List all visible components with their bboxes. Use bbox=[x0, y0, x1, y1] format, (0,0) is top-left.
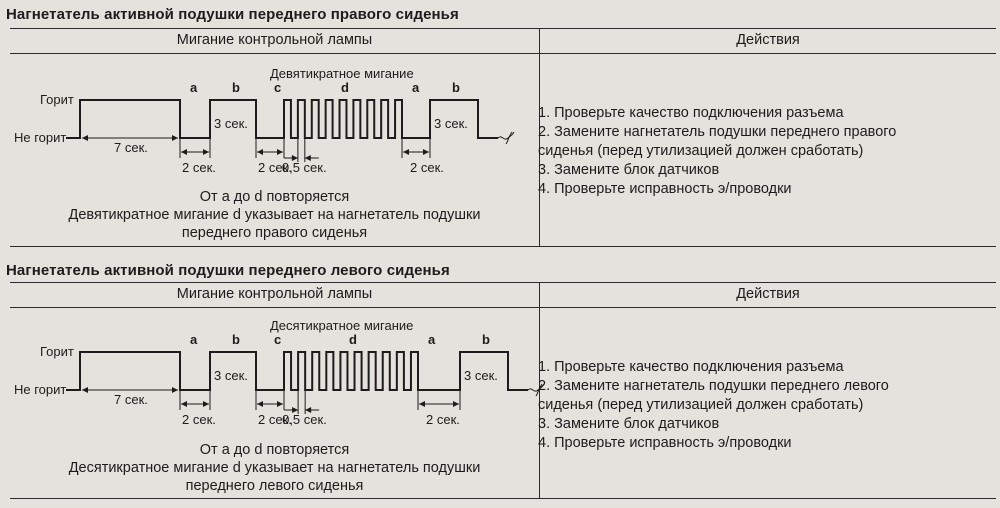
duration-2sec: 2 сек. bbox=[182, 412, 216, 427]
segment-letter: d bbox=[349, 332, 357, 347]
action-item: 3. Замените блок датчиков bbox=[538, 162, 720, 178]
lamp-waveform bbox=[66, 99, 498, 139]
caption-line: переднего левого сиденья bbox=[185, 478, 364, 494]
action-item: сиденья (перед утилизацией должен сработ… bbox=[538, 143, 864, 159]
pattern-label: Девятикратное мигание bbox=[270, 66, 414, 81]
arrowhead bbox=[305, 407, 312, 413]
arrowhead bbox=[423, 149, 429, 155]
segment-letter: c bbox=[274, 80, 281, 95]
label-lamp-off: Не горит bbox=[14, 130, 66, 145]
caption-line: От a до d повторяется bbox=[199, 442, 350, 458]
segment-letter: a bbox=[190, 332, 198, 347]
duration-3sec: 3 сек. bbox=[214, 116, 248, 131]
header-lamp-blinking: Мигание контрольной лампы bbox=[176, 286, 373, 302]
break-mark bbox=[535, 383, 543, 397]
duration-3sec: 3 сек. bbox=[434, 116, 468, 131]
caption-line: переднего правого сиденья bbox=[181, 225, 368, 241]
arrowhead bbox=[82, 135, 88, 141]
header-divider bbox=[10, 53, 996, 54]
caption-line: Девятикратное мигание d указывает на наг… bbox=[68, 207, 481, 223]
action-item: 1. Проверьте качество подключения разъем… bbox=[538, 105, 844, 121]
duration-2sec: 2 сек. bbox=[182, 160, 216, 175]
break-mark bbox=[527, 383, 545, 392]
actions-list-right-seat: 1. Проверьте качество подключения разъем… bbox=[538, 104, 896, 199]
duration-2sec: 2 сек. bbox=[426, 412, 460, 427]
header-divider bbox=[10, 307, 996, 308]
duration-2sec: 2 сек. bbox=[258, 412, 292, 427]
arrowhead bbox=[257, 149, 263, 155]
arrowhead bbox=[172, 387, 178, 393]
caption-right-seat: От a до d повторяется Девятикратное мига… bbox=[10, 188, 539, 242]
arrowhead bbox=[203, 149, 209, 155]
arrowhead bbox=[257, 401, 263, 407]
arrowhead bbox=[277, 149, 283, 155]
lamp-waveform bbox=[66, 351, 528, 391]
arrowhead bbox=[181, 149, 187, 155]
duration-3sec: 3 сек. bbox=[214, 368, 248, 383]
caption-line: Десятикратное мигание d указывает на наг… bbox=[68, 460, 481, 476]
pattern-label: Десятикратное мигание bbox=[270, 318, 413, 333]
action-item: сиденья (перед утилизацией должен сработ… bbox=[538, 397, 864, 413]
arrowhead bbox=[453, 401, 459, 407]
duration-2sec: 2 сек. bbox=[410, 160, 444, 175]
segment-letter: a bbox=[190, 80, 198, 95]
arrowhead bbox=[292, 407, 299, 413]
section-title-left-seat: Нагнетатель активной подушки переднего л… bbox=[6, 262, 450, 279]
arrowhead bbox=[304, 155, 311, 161]
caption-line: От a до d повторяется bbox=[199, 189, 350, 205]
section-title-right-seat: Нагнетатель активной подушки переднего п… bbox=[6, 6, 459, 23]
action-item: 4. Проверьте исправность э/проводки bbox=[538, 181, 792, 197]
header-lamp-blinking: Мигание контрольной лампы bbox=[176, 32, 373, 48]
duration-2sec: 2 сек. bbox=[258, 160, 292, 175]
segment-letter: a bbox=[412, 80, 420, 95]
header-actions: Действия bbox=[736, 286, 800, 302]
action-item: 1. Проверьте качество подключения разъем… bbox=[538, 359, 844, 375]
arrowhead bbox=[291, 155, 298, 161]
segment-letter: b bbox=[232, 332, 240, 347]
action-item: 3. Замените блок датчиков bbox=[538, 416, 720, 432]
duration-3sec: 3 сек. bbox=[464, 368, 498, 383]
segment-letter: b bbox=[482, 332, 490, 347]
label-lamp-off: Не горит bbox=[14, 382, 66, 397]
table-right-seat: Мигание контрольной лампы Действия bbox=[10, 28, 996, 247]
arrowhead bbox=[277, 401, 283, 407]
action-item: 2. Замените нагнетатель подушки переднег… bbox=[538, 124, 897, 140]
break-mark bbox=[505, 131, 513, 145]
header-actions: Действия bbox=[736, 32, 800, 48]
arrowhead bbox=[82, 387, 88, 393]
action-item: 4. Проверьте исправность э/проводки bbox=[538, 435, 792, 451]
break-mark bbox=[497, 131, 515, 140]
table-left-seat: Мигание контрольной лампы Действия bbox=[10, 282, 996, 499]
segment-letter: c bbox=[274, 332, 281, 347]
segment-letter: d bbox=[341, 80, 349, 95]
duration-7sec: 7 сек. bbox=[114, 140, 148, 155]
arrowhead bbox=[203, 401, 209, 407]
duration-half-sec: 0,5 сек. bbox=[282, 412, 327, 427]
label-lamp-on: Горит bbox=[40, 344, 74, 359]
arrowhead bbox=[181, 401, 187, 407]
arrowhead bbox=[419, 401, 425, 407]
blink-timing-diagram-left-seat: Горит Не горит Десятикратное мигание a b c d a b… bbox=[14, 318, 545, 427]
column-divider bbox=[539, 29, 540, 246]
actions-list-left-seat: 1. Проверьте качество подключения разъем… bbox=[538, 358, 889, 453]
action-item: 2. Замените нагнетатель подушки переднег… bbox=[538, 378, 889, 394]
arrowhead bbox=[403, 149, 409, 155]
segment-letter: a bbox=[428, 332, 436, 347]
segment-letter: b bbox=[232, 80, 240, 95]
duration-half-sec: 0,5 сек. bbox=[282, 160, 327, 175]
segment-letter: b bbox=[452, 80, 460, 95]
duration-7sec: 7 сек. bbox=[114, 392, 148, 407]
column-divider bbox=[539, 283, 540, 498]
label-lamp-on: Горит bbox=[40, 92, 74, 107]
caption-left-seat: От a до d повторяется Десятикратное мига… bbox=[10, 441, 539, 495]
arrowhead bbox=[172, 135, 178, 141]
